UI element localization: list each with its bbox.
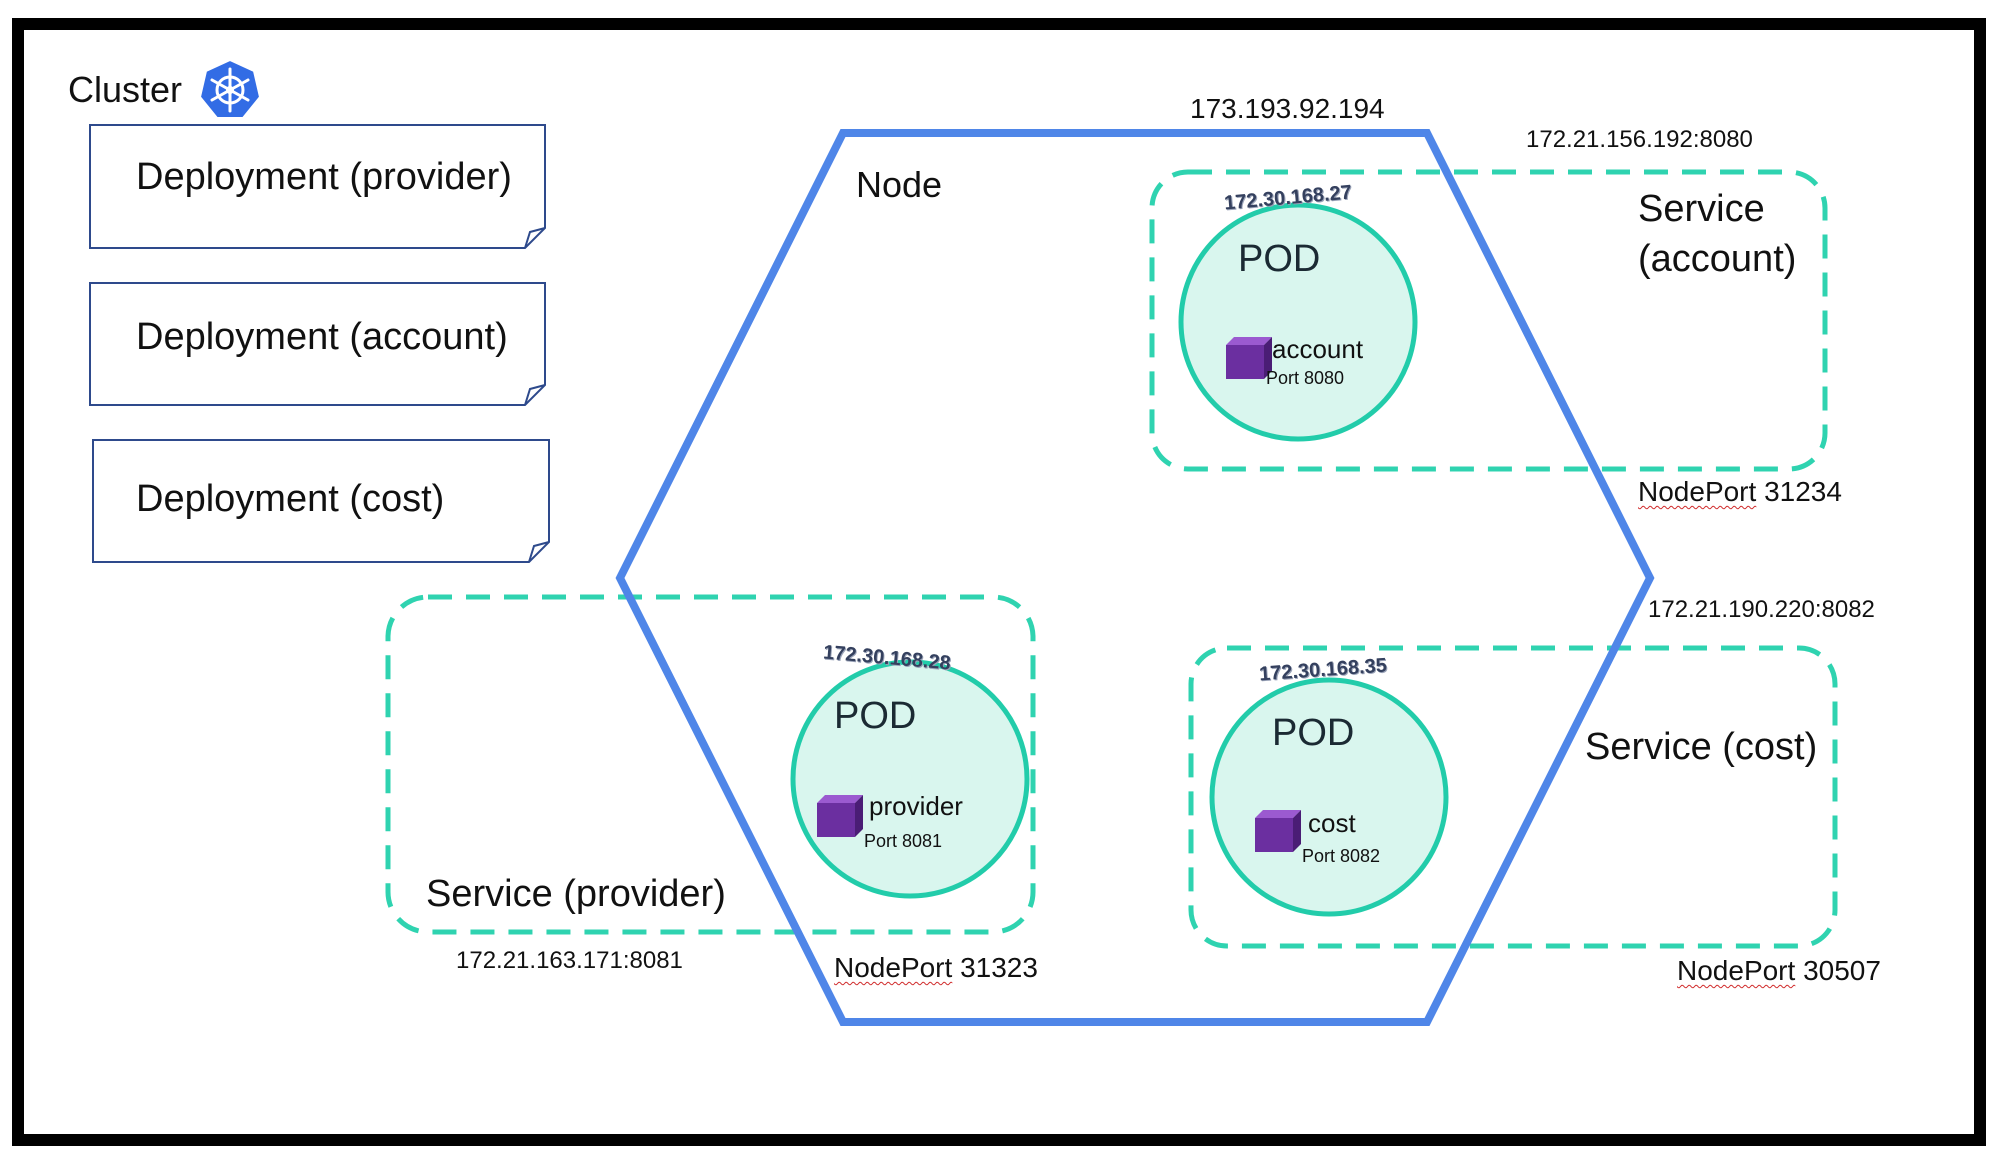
pod-circle-cost: [1209, 677, 1449, 917]
pod-circle-account: [1178, 202, 1418, 442]
cluster-title: Cluster: [68, 69, 183, 110]
deployment-card-provider: [89, 124, 546, 249]
container-provider-port: Port 8081: [864, 831, 943, 851]
node-hexagon: [615, 129, 1655, 1026]
service-cost-label: Service (cost): [1585, 726, 1818, 768]
deployment-label-account: Deployment (account): [136, 316, 508, 358]
container-account-port: Port 8080: [1266, 368, 1345, 388]
nodeport-number: 31323: [960, 952, 1038, 983]
service-cost-nodeport: NodePort 30507: [1677, 957, 1881, 985]
pod-cost-label: POD: [1272, 712, 1355, 754]
container-provider-name: provider: [869, 791, 963, 821]
service-account-label-line2: (account): [1638, 238, 1797, 280]
service-account-nodeport: NodePort 31234: [1638, 478, 1842, 506]
service-provider-nodeport: NodePort 31323: [834, 954, 1038, 982]
node-label: Node: [856, 164, 943, 205]
service-region-provider: [385, 594, 1036, 935]
nodeport-word: NodePort: [834, 952, 953, 983]
deployment-card-account: [89, 282, 546, 406]
diagram-frame: [12, 18, 1986, 1146]
nodeport-word: NodePort: [1638, 476, 1757, 507]
service-region-account: [1149, 169, 1828, 472]
service-cost-cluster-ip: 172.21.190.220:8082: [1648, 596, 1875, 623]
container-cube-icon-cost: [1255, 810, 1301, 852]
service-region-cost: [1188, 645, 1838, 949]
nodeport-word: NodePort: [1677, 955, 1796, 986]
deployment-label-cost: Deployment (cost): [136, 478, 445, 520]
service-account-label-line1: Service: [1638, 188, 1765, 230]
container-cost-port: Port 8082: [1302, 846, 1381, 866]
pod-circle-provider: [790, 659, 1030, 899]
pod-provider-label: POD: [834, 695, 917, 737]
container-cube-icon-provider: [817, 795, 863, 837]
deployment-label-provider: Deployment (provider): [136, 156, 512, 198]
container-cost-name: cost: [1308, 808, 1356, 838]
container-account-name: account: [1272, 334, 1364, 364]
node-ip: 173.193.92.194: [1190, 93, 1385, 124]
container-cube-icon-account: [1226, 337, 1272, 379]
pod-account-label: POD: [1238, 238, 1321, 280]
service-provider-cluster-ip: 172.21.163.171:8081: [456, 947, 683, 974]
service-provider-label: Service (provider): [426, 873, 726, 915]
kubernetes-helm-icon: [198, 58, 262, 119]
deployment-card-cost: [92, 439, 550, 563]
nodeport-number: 31234: [1764, 476, 1842, 507]
nodeport-number: 30507: [1803, 955, 1881, 986]
service-account-cluster-ip: 172.21.156.192:8080: [1526, 126, 1753, 153]
